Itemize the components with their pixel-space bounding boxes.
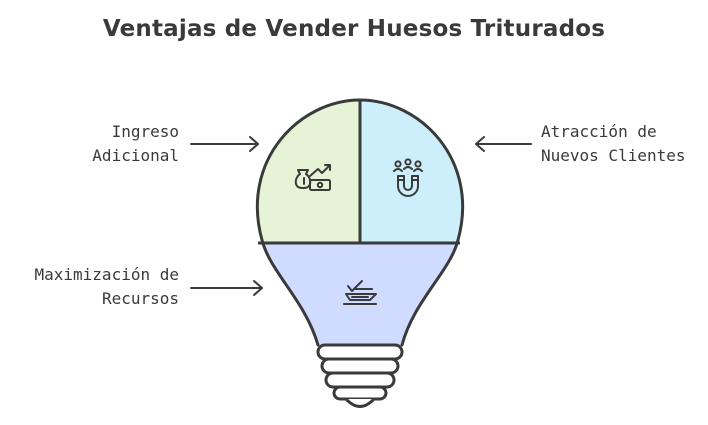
- magnet-people-icon: [393, 158, 423, 197]
- page-title: Ventajas de Vender Huesos Triturados: [102, 16, 606, 42]
- arrow-atraccion: [475, 136, 532, 152]
- money-growth-icon: [294, 164, 331, 191]
- arrow-ingreso: [190, 136, 259, 152]
- label-ingreso-line2: Adicional: [92, 146, 179, 165]
- label-maximizacion-recursos: Maximización de Recursos: [35, 263, 180, 311]
- label-max-line2: Recursos: [101, 289, 179, 308]
- label-atraccion-line2: Nuevos Clientes: [541, 146, 686, 165]
- bulb-base: [316, 343, 404, 408]
- label-ingreso-line1: Ingreso: [111, 122, 179, 141]
- label-ingreso-adicional: Ingreso Adicional: [92, 120, 179, 168]
- resource-grinder-icon: [343, 280, 377, 305]
- label-atraccion-line1: Atracción de: [541, 122, 657, 141]
- label-atraccion-clientes: Atracción de Nuevos Clientes: [541, 120, 686, 168]
- arrow-maximizacion: [190, 280, 263, 296]
- label-max-line1: Maximización de: [34, 265, 180, 284]
